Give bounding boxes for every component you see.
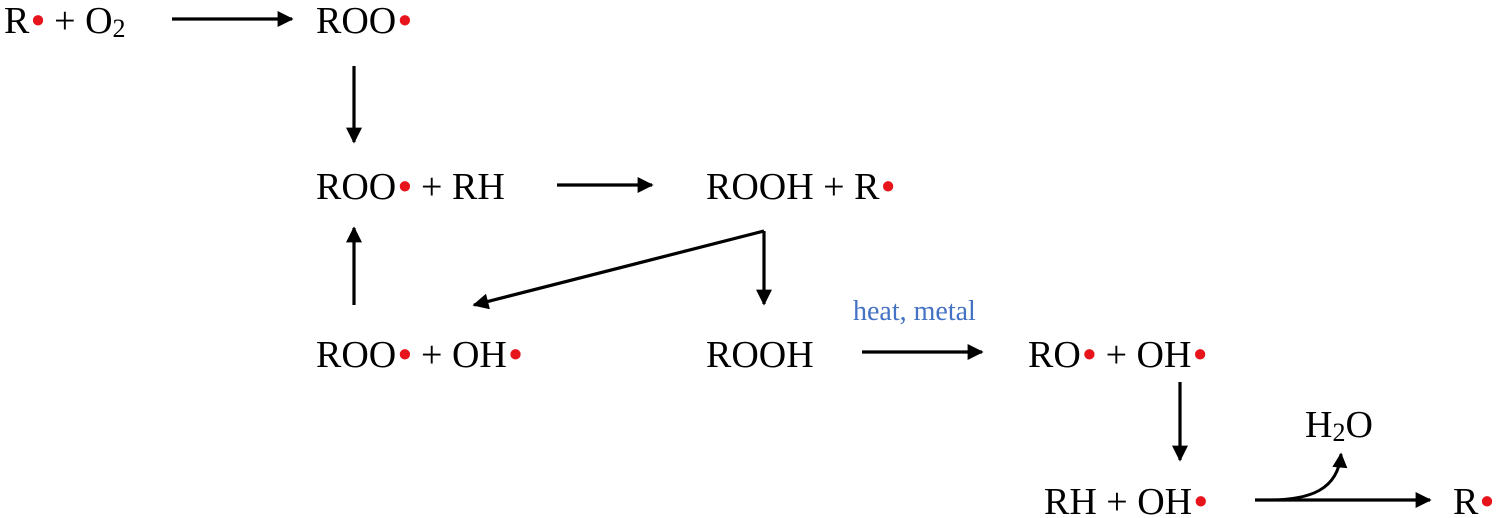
radical-dot: • [31, 0, 45, 42]
radical-dot: • [398, 0, 412, 42]
species-ro-plus-oh: RO• + OH• [1028, 334, 1207, 376]
radical-dot: • [398, 166, 412, 208]
radical-dot: • [1193, 334, 1207, 376]
radical-dot: • [881, 166, 895, 208]
species-r-plus-o2: R• + O2 [4, 0, 126, 43]
radical-dot: • [1194, 481, 1208, 518]
radical-dot: • [398, 334, 412, 376]
species-roo-plus-oh: ROO• + OH• [316, 334, 523, 376]
species-peroxyl-radical: ROO• [316, 0, 412, 42]
species-roo-plus-rh: ROO• + RH [316, 166, 505, 208]
radical-dot: • [508, 334, 523, 376]
species-rooh: ROOH [706, 334, 814, 376]
radical-dot: • [1082, 334, 1097, 376]
species-rooh-plus-r: ROOH + R• [706, 166, 895, 208]
arrow-branch-diagonal [472, 229, 765, 310]
condition-heat-metal: heat, metal [853, 296, 976, 327]
species-final-r: R• [1453, 483, 1494, 518]
species-water: H2O [1305, 404, 1373, 447]
species-rh-plus-oh: RH + OH• [1044, 483, 1207, 518]
arrow-water-branch [1267, 452, 1348, 502]
radical-dot: • [1480, 481, 1494, 518]
